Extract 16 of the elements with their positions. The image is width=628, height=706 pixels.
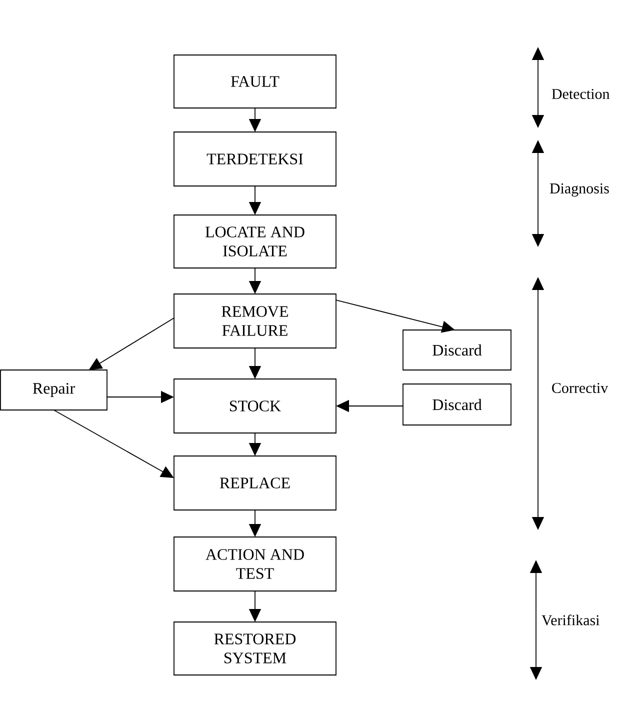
process-box: FAULT xyxy=(174,54,336,108)
phase-label: Detection xyxy=(552,88,610,100)
phase-label: Correctiv xyxy=(552,382,608,394)
process-box: STOCK xyxy=(174,378,336,434)
process-box: LOCATE AND ISOLATE xyxy=(174,214,336,268)
process-box: TERDETEKSI xyxy=(174,132,336,186)
process-box: Discard xyxy=(402,384,512,426)
phase-label: Diagnosis xyxy=(550,183,609,197)
process-box: ACTION AND TEST xyxy=(174,536,336,592)
phase-label: Verifikasi xyxy=(542,614,600,626)
process-box: RESTORED SYSTEM xyxy=(174,622,336,676)
process-box: Discard xyxy=(402,330,512,370)
process-box: Repair xyxy=(0,370,108,410)
process-box: REMOVE FAILURE xyxy=(174,294,336,348)
process-box: REPLACE xyxy=(174,456,336,510)
arrow xyxy=(53,410,174,478)
